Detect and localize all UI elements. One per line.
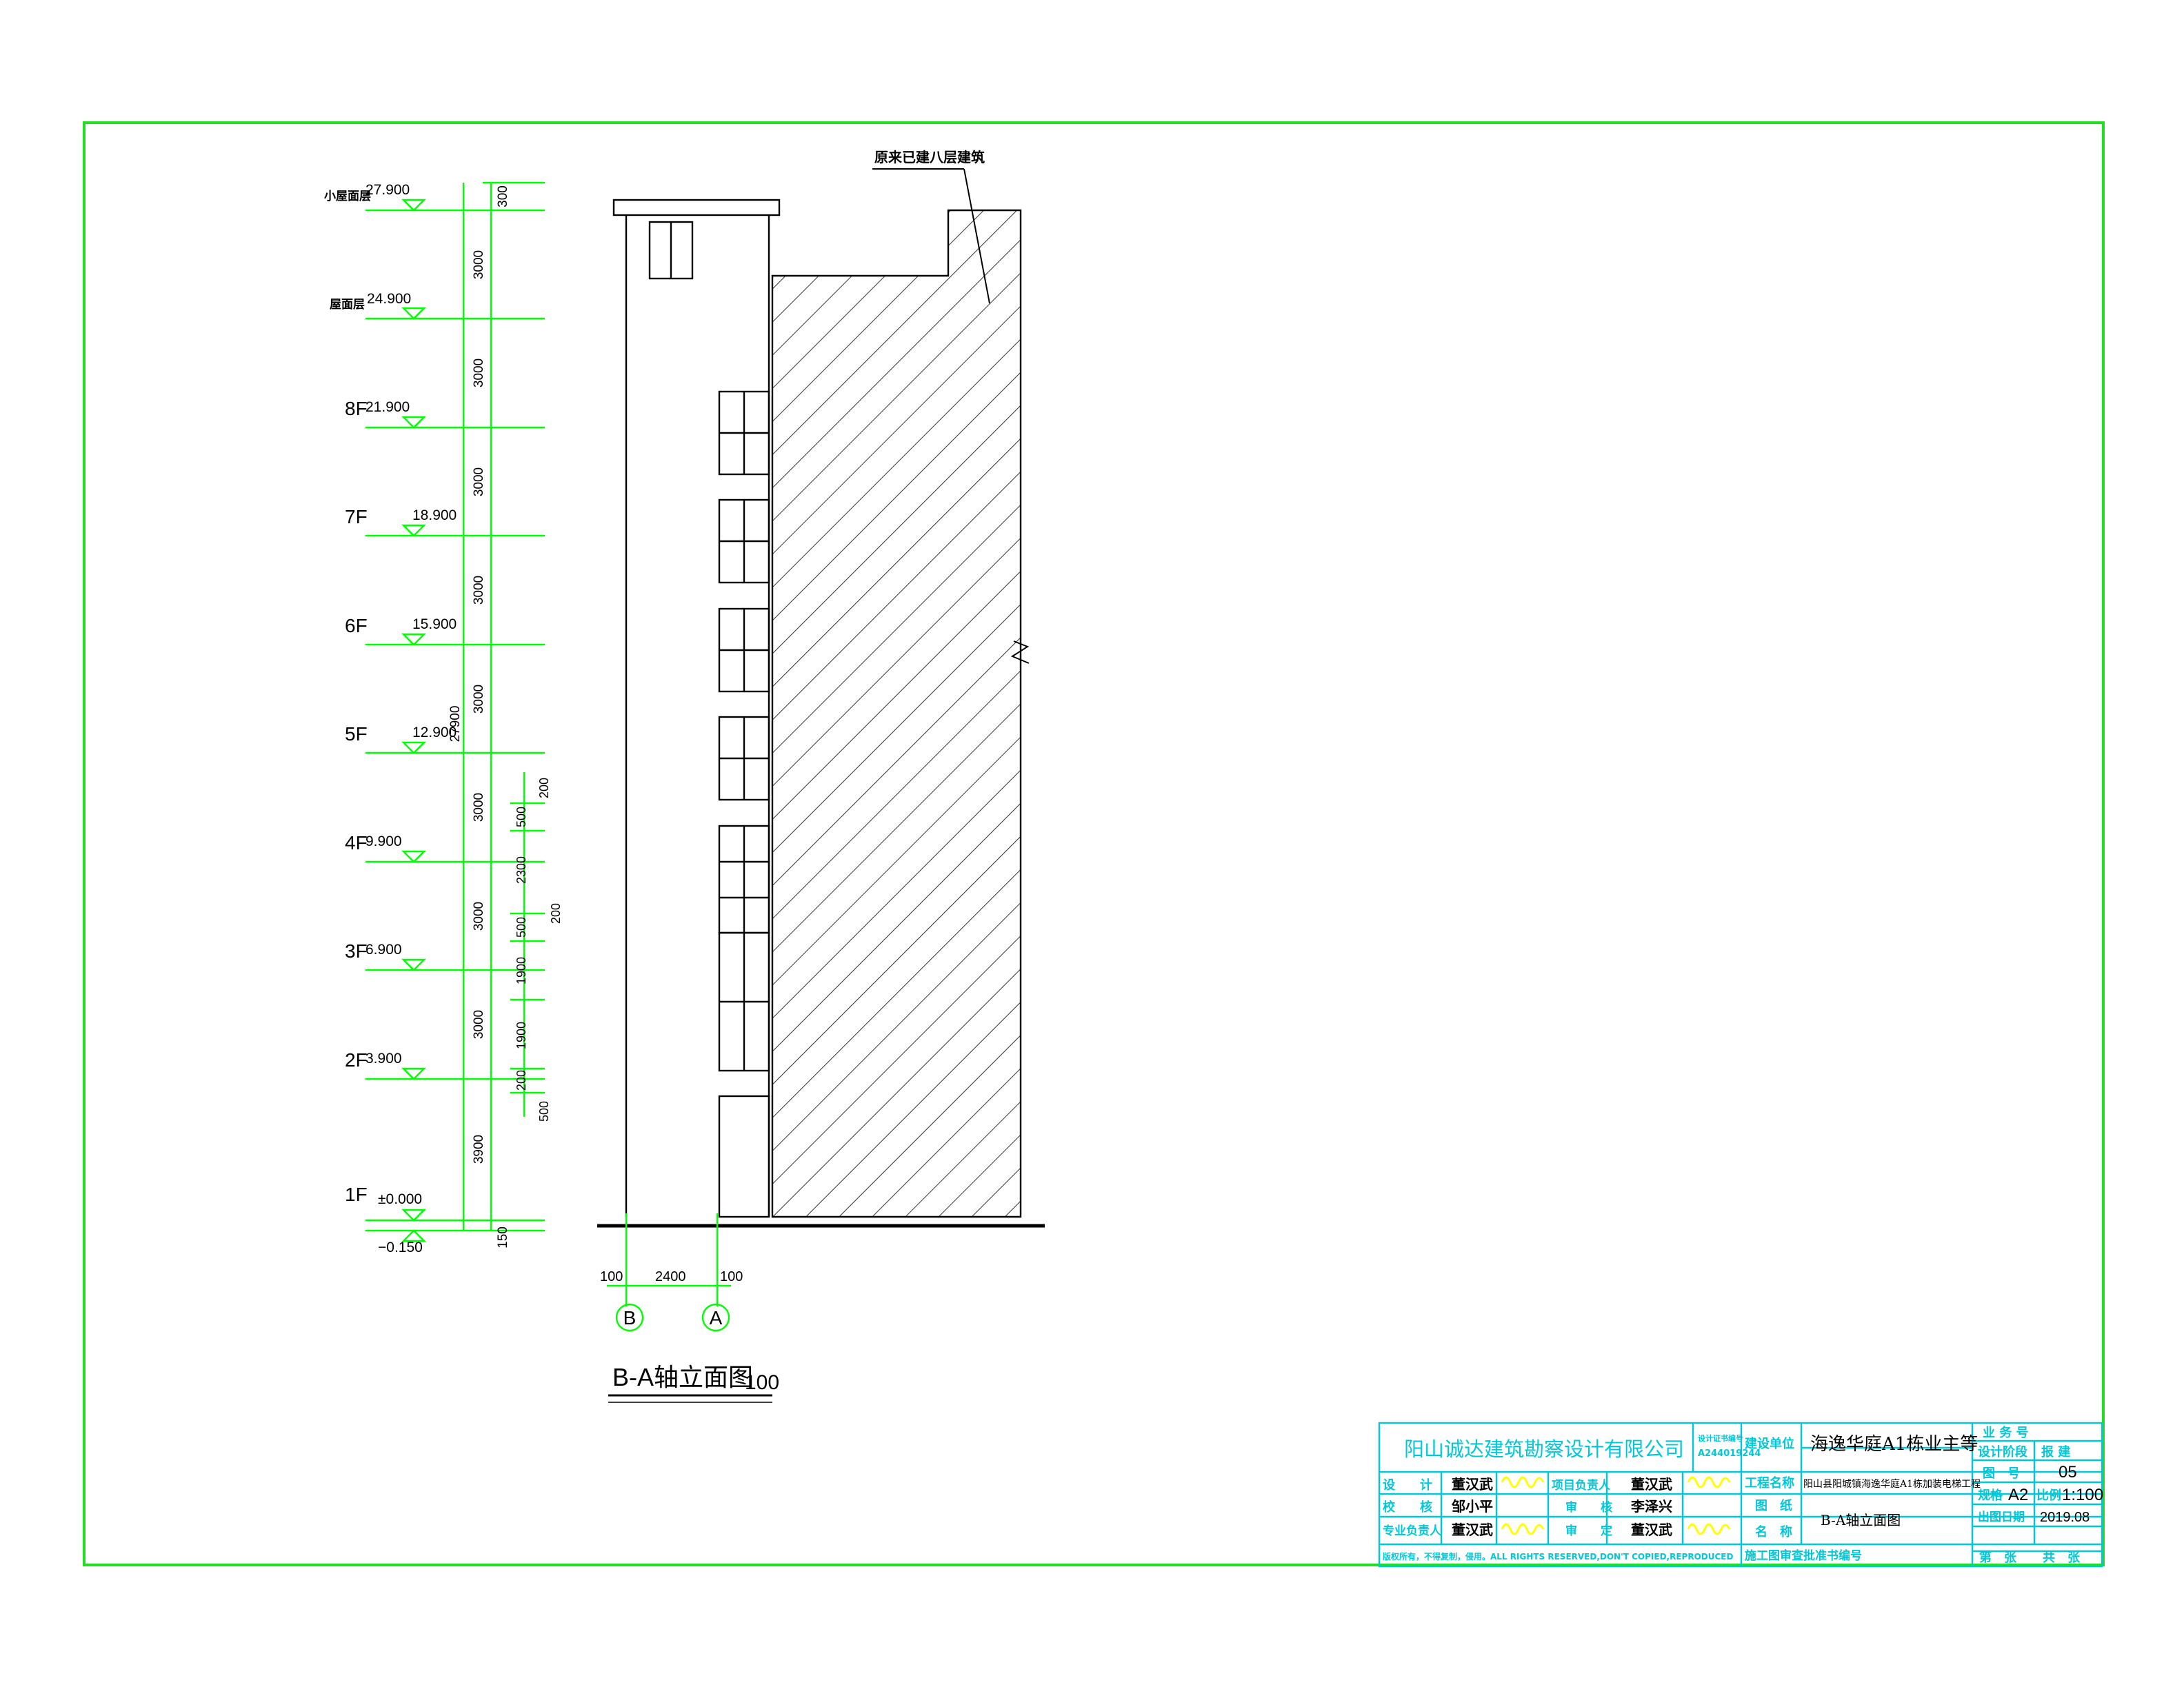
client-label: 建设单位 (1745, 1436, 1794, 1451)
scale-label: 比例 (2036, 1488, 2061, 1503)
level-label: 4F (345, 832, 368, 853)
role-name: 李泽兴 (1630, 1498, 1672, 1515)
axis-label-b: B (623, 1307, 637, 1329)
dim-text: 1900 (514, 957, 528, 984)
job-no-label: 业 务 号 (1983, 1425, 2029, 1440)
dim-text: 3000 (472, 250, 486, 279)
axis-label-a: A (710, 1307, 723, 1329)
level-label: 2F (345, 1049, 368, 1071)
dim-text: 500 (537, 1101, 551, 1122)
date-label: 出图日期 (1978, 1510, 2025, 1524)
size-value: A2 (2008, 1486, 2028, 1504)
review-label: 施工图审查批准书编号 (1745, 1548, 1862, 1563)
dim-text: 500 (514, 917, 528, 938)
axis-dim-text: 100 (600, 1269, 623, 1284)
dim-text: 1900 (514, 1022, 528, 1049)
level-elevation: −0.150 (378, 1240, 423, 1255)
level-label: 5F (345, 723, 368, 745)
project-label: 工程名称 (1745, 1475, 1794, 1491)
sheet-no-label: 图 号 (1983, 1466, 2020, 1481)
role-label: 项目负责人 (1552, 1478, 1611, 1493)
level-label: 1F (345, 1184, 368, 1205)
project-name: 阳山县阳城镇海逸华庭A1栋加装电梯工程 (1803, 1478, 1981, 1490)
drawing-label: 名 称 (1755, 1524, 1792, 1539)
dim-text: 300 (496, 185, 510, 208)
level-elevation: 18.900 (412, 507, 457, 523)
dim-text: 3000 (472, 576, 486, 605)
copyright-text: 版权所有，不得复制，侵用。ALL RIGHTS RESERVED,DON'T C… (1383, 1551, 1733, 1562)
dim-text: 3000 (472, 793, 486, 822)
existing-building: 原来已建八层建筑 (771, 149, 1030, 1218)
date-value: 2019.08 (2040, 1510, 2090, 1525)
role-name: 董汉武 (1631, 1522, 1672, 1538)
stage-label: 设计阶段 (1978, 1444, 2028, 1459)
dim-text: 200 (514, 1070, 528, 1091)
level-label: 7F (345, 506, 368, 527)
role-name: 董汉武 (1452, 1476, 1493, 1493)
level-label: 3F (345, 940, 368, 962)
drawing-label: 图 纸 (1755, 1498, 1792, 1513)
drawing-title-text: B-A轴立面图 (612, 1363, 753, 1391)
level-elevation: ±0.000 (378, 1191, 422, 1207)
level-label: 小屋面层 (324, 190, 371, 203)
total-dim-text: 27900 (448, 706, 463, 743)
level-elevation: 24.900 (367, 291, 411, 307)
sheet-no: 05 (2058, 1463, 2077, 1482)
dim-text: 3000 (472, 467, 486, 496)
client-name: 海逸华庭A1栋业主等 (1810, 1434, 1978, 1455)
level-elevation: 21.900 (365, 399, 410, 415)
dim-text: 200 (537, 778, 551, 798)
role-label: 审 定 (1565, 1524, 1612, 1538)
dim-text: 3000 (472, 1010, 486, 1039)
building-outline (612, 199, 781, 1218)
role-label: 审 核 (1565, 1500, 1612, 1515)
role-label: 专业负责人 (1383, 1524, 1442, 1538)
level-elevation: 12.900 (412, 725, 457, 740)
level-label: 8F (345, 398, 368, 419)
level-labels: 小屋面层 27.900 屋面层 24.900 8F 21.900 7F 18.9… (324, 182, 457, 1255)
storey-dimensions: 300 3000 3000 3000 3000 3000 3000 3000 3… (448, 185, 510, 1249)
license-label: 设计证书编号 (1698, 1433, 1743, 1443)
level-label: 屋面层 (330, 298, 365, 311)
role-label: 设 计 (1383, 1477, 1432, 1493)
dim-text: 3000 (472, 685, 486, 714)
axis-dimension: 100 2400 100 B A (600, 1213, 743, 1332)
role-name: 董汉武 (1452, 1522, 1493, 1538)
total-label: 共 张 (2043, 1550, 2081, 1565)
level-lines (365, 181, 545, 1242)
window-dimensions: 200 500 2300 500 200 1900 1900 200 500 (514, 778, 563, 1122)
level-elevation: 6.900 (365, 942, 402, 958)
dim-text: 2300 (514, 856, 528, 884)
stage-value: 报 建 (2041, 1444, 2070, 1459)
dim-text: 500 (514, 807, 528, 827)
axis-dim-text: 100 (720, 1269, 743, 1284)
level-elevation: 3.900 (365, 1051, 402, 1067)
size-label: 规格 (1978, 1488, 2003, 1503)
role-name: 邹小平 (1451, 1498, 1493, 1515)
dim-text: 3900 (472, 1135, 486, 1164)
level-elevation: 15.900 (412, 616, 457, 632)
level-elevation: 9.900 (365, 834, 402, 849)
dim-text: 3000 (472, 358, 486, 387)
company-name: 阳山诚达建筑勘察设计有限公司 (1404, 1437, 1684, 1461)
level-label: 6F (345, 615, 368, 636)
dim-text: 200 (549, 903, 563, 924)
drawing-title: B-A轴立面图 100 (608, 1363, 779, 1403)
axis-dim-text: 2400 (655, 1269, 686, 1284)
title-block: 阳山诚达建筑勘察设计有限公司 设计证书编号 A244019244 建设单位 海逸… (1378, 1422, 2103, 1568)
scale-value: 1:100 (2062, 1486, 2103, 1504)
dim-text: 150 (496, 1226, 510, 1249)
signature-marks (1501, 1476, 1731, 1535)
drawing-name: B-A轴立面图 (1821, 1512, 1901, 1528)
license-no: A244019244 (1698, 1448, 1761, 1459)
role-label: 校 核 (1383, 1499, 1432, 1515)
drawing-scale: 100 (745, 1371, 779, 1394)
existing-building-note: 原来已建八层建筑 (874, 149, 985, 165)
dim-text: 3000 (472, 902, 486, 931)
role-name: 董汉武 (1631, 1476, 1672, 1493)
drawing-frame (83, 121, 2105, 1566)
sheet-label: 第 张 (1979, 1550, 2017, 1565)
level-elevation: 27.900 (365, 182, 410, 198)
